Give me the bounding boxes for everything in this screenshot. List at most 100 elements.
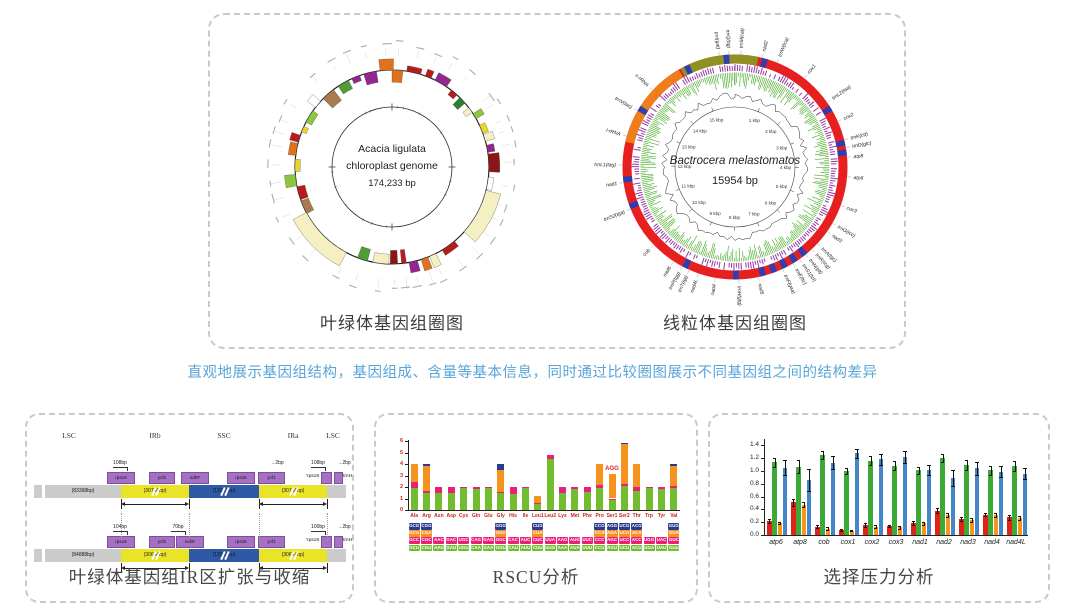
rscu-bar-segment bbox=[546, 459, 554, 510]
gc-purple-spike bbox=[825, 134, 831, 137]
gc-green-spike bbox=[768, 80, 775, 93]
gene-label: atp6 bbox=[853, 175, 863, 182]
control-region-arc bbox=[734, 54, 759, 66]
gc-purple-spike bbox=[646, 215, 653, 220]
selection-bar bbox=[878, 459, 884, 535]
gene-label: trnF(gaa) bbox=[782, 274, 796, 295]
gc-purple-spike bbox=[753, 65, 756, 73]
chloroplast-species: Acacia ligulata bbox=[358, 143, 426, 155]
y-tick bbox=[405, 475, 408, 477]
gc-green-spike bbox=[819, 161, 830, 163]
codon-cell: UGA bbox=[643, 544, 655, 552]
gc-green-spike bbox=[748, 249, 751, 261]
gc-purple-spike bbox=[641, 202, 647, 206]
scale-tick bbox=[711, 107, 714, 112]
label-leader-line bbox=[495, 120, 501, 124]
error-cap bbox=[820, 450, 825, 452]
amino-acid-label: His bbox=[509, 513, 517, 519]
ir-segment: (30684bp) bbox=[121, 549, 189, 562]
gc-green-spike bbox=[640, 175, 654, 178]
tagline-text: 直观地展示基因组结构，基因组成、含量等基本信息，同时通过比较圈图展示不同基因组之… bbox=[187, 365, 878, 381]
gc-purple-spike bbox=[640, 200, 646, 204]
arrowhead-right bbox=[185, 501, 189, 506]
gene-label-leader bbox=[714, 278, 716, 282]
codon-cell: ACG bbox=[631, 523, 643, 530]
codon-cell: UCC bbox=[618, 537, 630, 544]
amino-acid-label: Ile bbox=[522, 513, 529, 519]
ir-gene-box: ycf1 bbox=[258, 471, 285, 484]
error-cap bbox=[1007, 519, 1012, 521]
y-tick bbox=[761, 509, 764, 511]
y-tick bbox=[761, 522, 764, 524]
scale-tick bbox=[675, 188, 680, 191]
gc-purple-spike bbox=[682, 79, 686, 85]
error-bar bbox=[942, 454, 944, 463]
chloroplast-caption: 叶绿体基因组圈图 bbox=[320, 314, 464, 333]
codon-cell: AAG bbox=[557, 537, 569, 544]
gc-purple-spike bbox=[812, 107, 819, 112]
gc-green-spike bbox=[812, 182, 828, 186]
gc-green-spike bbox=[658, 218, 663, 223]
error-cap bbox=[802, 502, 806, 504]
amino-acid-label: Trp bbox=[645, 513, 653, 519]
extent-arrow-line bbox=[263, 504, 323, 505]
gc-purple-spike bbox=[778, 252, 784, 260]
gene-label: trnH(gtg) bbox=[736, 286, 743, 306]
gc-green-spike bbox=[809, 120, 818, 126]
gc-purple-spike bbox=[804, 232, 810, 237]
y-tick bbox=[405, 510, 408, 511]
y-tick bbox=[405, 498, 408, 500]
label-text-mark bbox=[452, 56, 459, 61]
gene-label: trnL2(taa) bbox=[831, 84, 852, 102]
error-cap bbox=[964, 460, 969, 462]
gc-green-spike bbox=[644, 140, 660, 146]
codon-cell: AAC bbox=[433, 537, 445, 544]
ir-segment: (13212bp) bbox=[189, 485, 259, 498]
error-cap bbox=[879, 454, 883, 456]
gc-green-spike bbox=[644, 190, 658, 195]
error-cap bbox=[964, 470, 969, 472]
agg-annotation: AGG bbox=[605, 466, 619, 473]
amino-acid-label: Asp bbox=[446, 513, 456, 519]
gene-label: nad6 bbox=[662, 265, 673, 278]
gc-green-spike bbox=[721, 73, 725, 89]
label-leader-line bbox=[271, 144, 282, 147]
selection-bar bbox=[902, 456, 908, 535]
gc-green-spike bbox=[801, 102, 805, 106]
gc-purple-spike bbox=[822, 125, 827, 129]
gc-green-spike bbox=[695, 241, 702, 254]
error-cap bbox=[892, 461, 897, 463]
gc-purple-spike bbox=[650, 217, 654, 220]
label-leader-line bbox=[355, 273, 359, 281]
gc-purple-spike bbox=[828, 186, 833, 189]
rscu-bar-segment bbox=[460, 487, 468, 489]
gene-label-leader bbox=[649, 87, 653, 91]
gene-label-leader bbox=[687, 270, 690, 274]
rscu-bar-segment bbox=[410, 464, 418, 482]
codon-cell: AAU bbox=[433, 544, 445, 552]
gc-green-spike bbox=[780, 89, 790, 103]
gene-label: trnQ(ttg) bbox=[724, 29, 731, 48]
gc-purple-spike bbox=[670, 88, 675, 94]
gc-green-spike bbox=[644, 190, 651, 194]
gc-purple-spike bbox=[638, 187, 642, 189]
gc-purple-spike bbox=[705, 259, 710, 268]
rscu-bar-segment bbox=[447, 487, 455, 494]
gc-green-spike bbox=[656, 114, 666, 122]
extent-end-tick bbox=[259, 563, 260, 573]
rscu-bar-segment bbox=[571, 488, 579, 510]
selection-bar bbox=[983, 514, 988, 535]
rscu-bar-segment bbox=[645, 487, 653, 510]
gc-green-spike bbox=[790, 230, 798, 239]
gc-purple-spike bbox=[756, 260, 760, 269]
label-text-mark bbox=[434, 53, 443, 58]
gene-block bbox=[400, 249, 407, 264]
gc-green-spike bbox=[702, 244, 707, 256]
gc-green-spike bbox=[651, 122, 659, 127]
gc-green-spike bbox=[642, 149, 650, 152]
gc-purple-spike bbox=[810, 104, 815, 109]
gc-green-spike bbox=[654, 117, 658, 121]
extent-end-tick bbox=[189, 563, 190, 573]
y-tick-label: 1.2 bbox=[749, 454, 759, 462]
